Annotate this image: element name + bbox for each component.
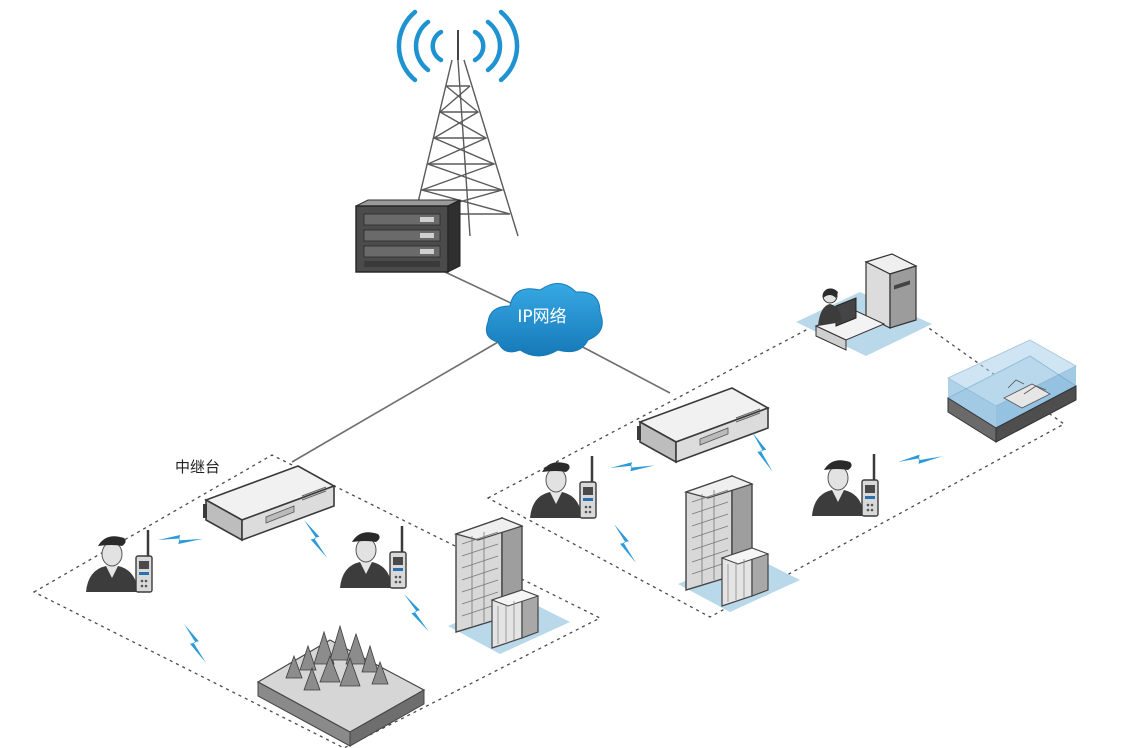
signal-bolt-icon <box>394 594 439 632</box>
right-zone-boundary <box>486 291 1066 618</box>
signal-bolt-icon <box>158 521 203 558</box>
water-pool-icon <box>946 339 1078 443</box>
left-officer-2-icon <box>338 524 408 590</box>
forest-terrain-icon <box>256 624 426 747</box>
right-repeater-icon <box>636 387 769 463</box>
left-repeater-icon <box>202 465 335 541</box>
right-building-icon <box>677 475 801 613</box>
left-building-icon <box>447 517 571 655</box>
right-officer-2-icon <box>810 452 880 518</box>
signal-bolt-icon <box>602 524 648 563</box>
repeater-label: 中继台 <box>175 458 220 476</box>
ip-network-cloud: IP网络 <box>485 283 603 357</box>
server-rack-icon <box>355 199 461 273</box>
signal-bolt-icon <box>610 448 655 486</box>
cloud-label: IP网络 <box>517 307 566 327</box>
right-officer-1-icon <box>528 454 598 520</box>
signal-bolt-icon <box>898 439 943 479</box>
left-officer-1-icon <box>84 528 154 594</box>
radio-tower-icon <box>396 9 520 237</box>
signal-bolt-icon <box>172 624 218 663</box>
dispatcher-station-icon <box>796 253 932 356</box>
signal-bolt-icon <box>740 432 785 472</box>
network-links <box>291 271 671 463</box>
signal-bolt-icon <box>293 520 338 559</box>
left-zone-boundary <box>32 454 602 748</box>
